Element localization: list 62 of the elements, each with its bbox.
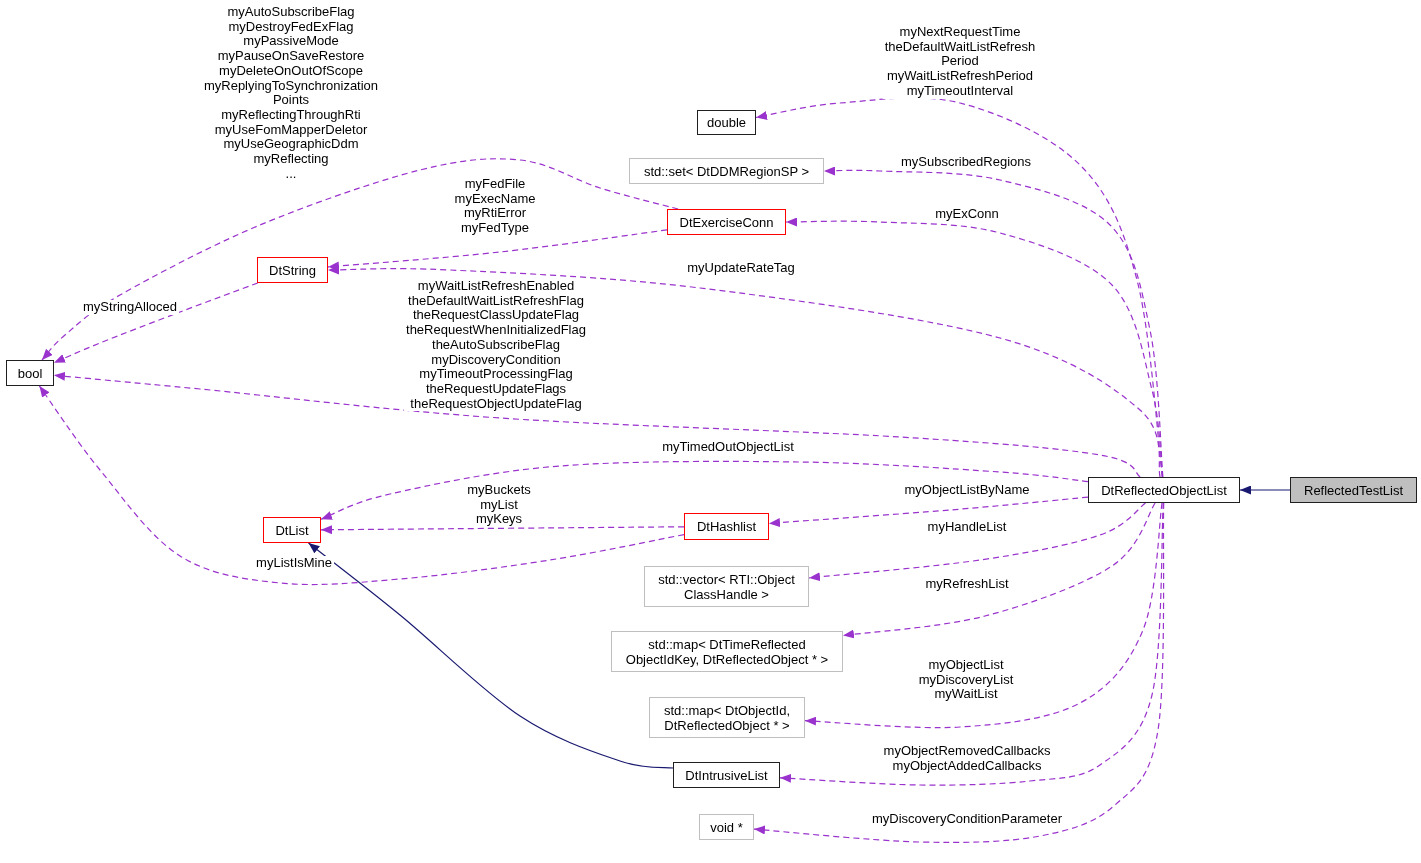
- edge-label: myUpdateRateTag: [685, 261, 797, 276]
- edge-label: mySubscribedRegions: [898, 155, 1034, 170]
- class-name: DtExerciseConn: [679, 214, 774, 230]
- class-box: [1290, 477, 1417, 503]
- usage-arrow: [38, 385, 685, 586]
- edge-label: myDiscoveryConditionParameter: [870, 812, 1064, 827]
- edge-label: myExConn: [933, 207, 1001, 222]
- class-box: [257, 257, 328, 283]
- class-name: DtIntrusiveList: [685, 767, 768, 783]
- edge-label: myTimedOutObjectList: [660, 440, 796, 455]
- usage-arrow: [41, 158, 679, 361]
- class-box: [697, 110, 756, 135]
- usage-arrow: [320, 525, 685, 535]
- usage-arrow: [753, 502, 1165, 843]
- usage-arrow: [842, 502, 1156, 639]
- edge-label: myRefreshList: [923, 577, 1011, 592]
- usage-arrow: [779, 502, 1164, 786]
- edge-label: myObjectListByName: [902, 483, 1032, 498]
- class-box: [699, 814, 754, 840]
- class-name: std::map< DtTimeReflected ObjectIdKey, DtReflectedObject * >: [624, 636, 830, 667]
- usage-arrow: [808, 502, 1147, 582]
- usage-arrow: [804, 502, 1163, 729]
- usage-arrow: [327, 229, 668, 271]
- edge-label: myListIsMine: [254, 556, 334, 571]
- edge-label: myBuckets myList myKeys: [465, 483, 533, 528]
- class-box: [6, 360, 54, 386]
- usage-arrow: [320, 460, 1089, 520]
- class-box: [1088, 477, 1240, 503]
- inheritance-arrow: [1239, 485, 1291, 495]
- edge-label: myNextRequestTime theDefaultWaitListRefresh Period myWaitListRefreshPeriod myTimeoutInterval: [882, 25, 1038, 99]
- usage-arrow: [785, 217, 1163, 478]
- class-name: std::map< DtObjectId, DtReflectedObject * >: [662, 702, 792, 733]
- class-box: [611, 631, 843, 672]
- class-box: [673, 762, 780, 788]
- class-name: ReflectedTestList: [1304, 482, 1403, 498]
- edge-label: myWaitListRefreshEnabled theDefaultWaitListRefreshFlag theRequestClassUpdateFlag theRequestWhenInitializedFlag theAutoSubscribeFlag myDiscoveryCondition myTimeoutProcessingFlag theRequestUpdateFlags theRequestObjectUpdateFlag: [404, 279, 588, 412]
- edge-label: myStringAlloced: [81, 300, 179, 315]
- usage-arrow: [53, 371, 1141, 478]
- usage-arrow: [53, 282, 259, 364]
- class-name: bool: [17, 365, 43, 381]
- class-box: [644, 566, 809, 607]
- edge-label: myFedFile myExecName myRtiError myFedType: [452, 177, 538, 236]
- class-box: [629, 158, 824, 184]
- class-name: void *: [710, 819, 743, 835]
- class-name: DtList: [275, 522, 309, 538]
- class-name: double: [706, 115, 746, 130]
- edge-label: myObjectRemovedCallbacks myObjectAddedCallbacks: [881, 744, 1053, 774]
- class-box: [263, 517, 321, 543]
- class-name: DtReflectedObjectList: [1101, 482, 1227, 498]
- inheritance-arrow: [307, 542, 674, 769]
- class-box: [684, 513, 769, 540]
- class-name: std::vector< RTI::Object ClassHandle >: [657, 571, 796, 602]
- class-box: [649, 697, 805, 738]
- edge-label: myHandleList: [925, 520, 1009, 535]
- edge-label: myObjectList myDiscoveryList myWaitList: [916, 658, 1016, 703]
- class-name: std::set< DtDDMRegionSP >: [643, 163, 810, 179]
- usage-arrow: [327, 265, 1161, 478]
- class-name: DtString: [269, 262, 316, 278]
- usage-arrow: [768, 496, 1089, 528]
- class-box: [667, 209, 786, 235]
- class-name: DtHashlist: [696, 519, 757, 534]
- usage-arrow: [755, 97, 1163, 478]
